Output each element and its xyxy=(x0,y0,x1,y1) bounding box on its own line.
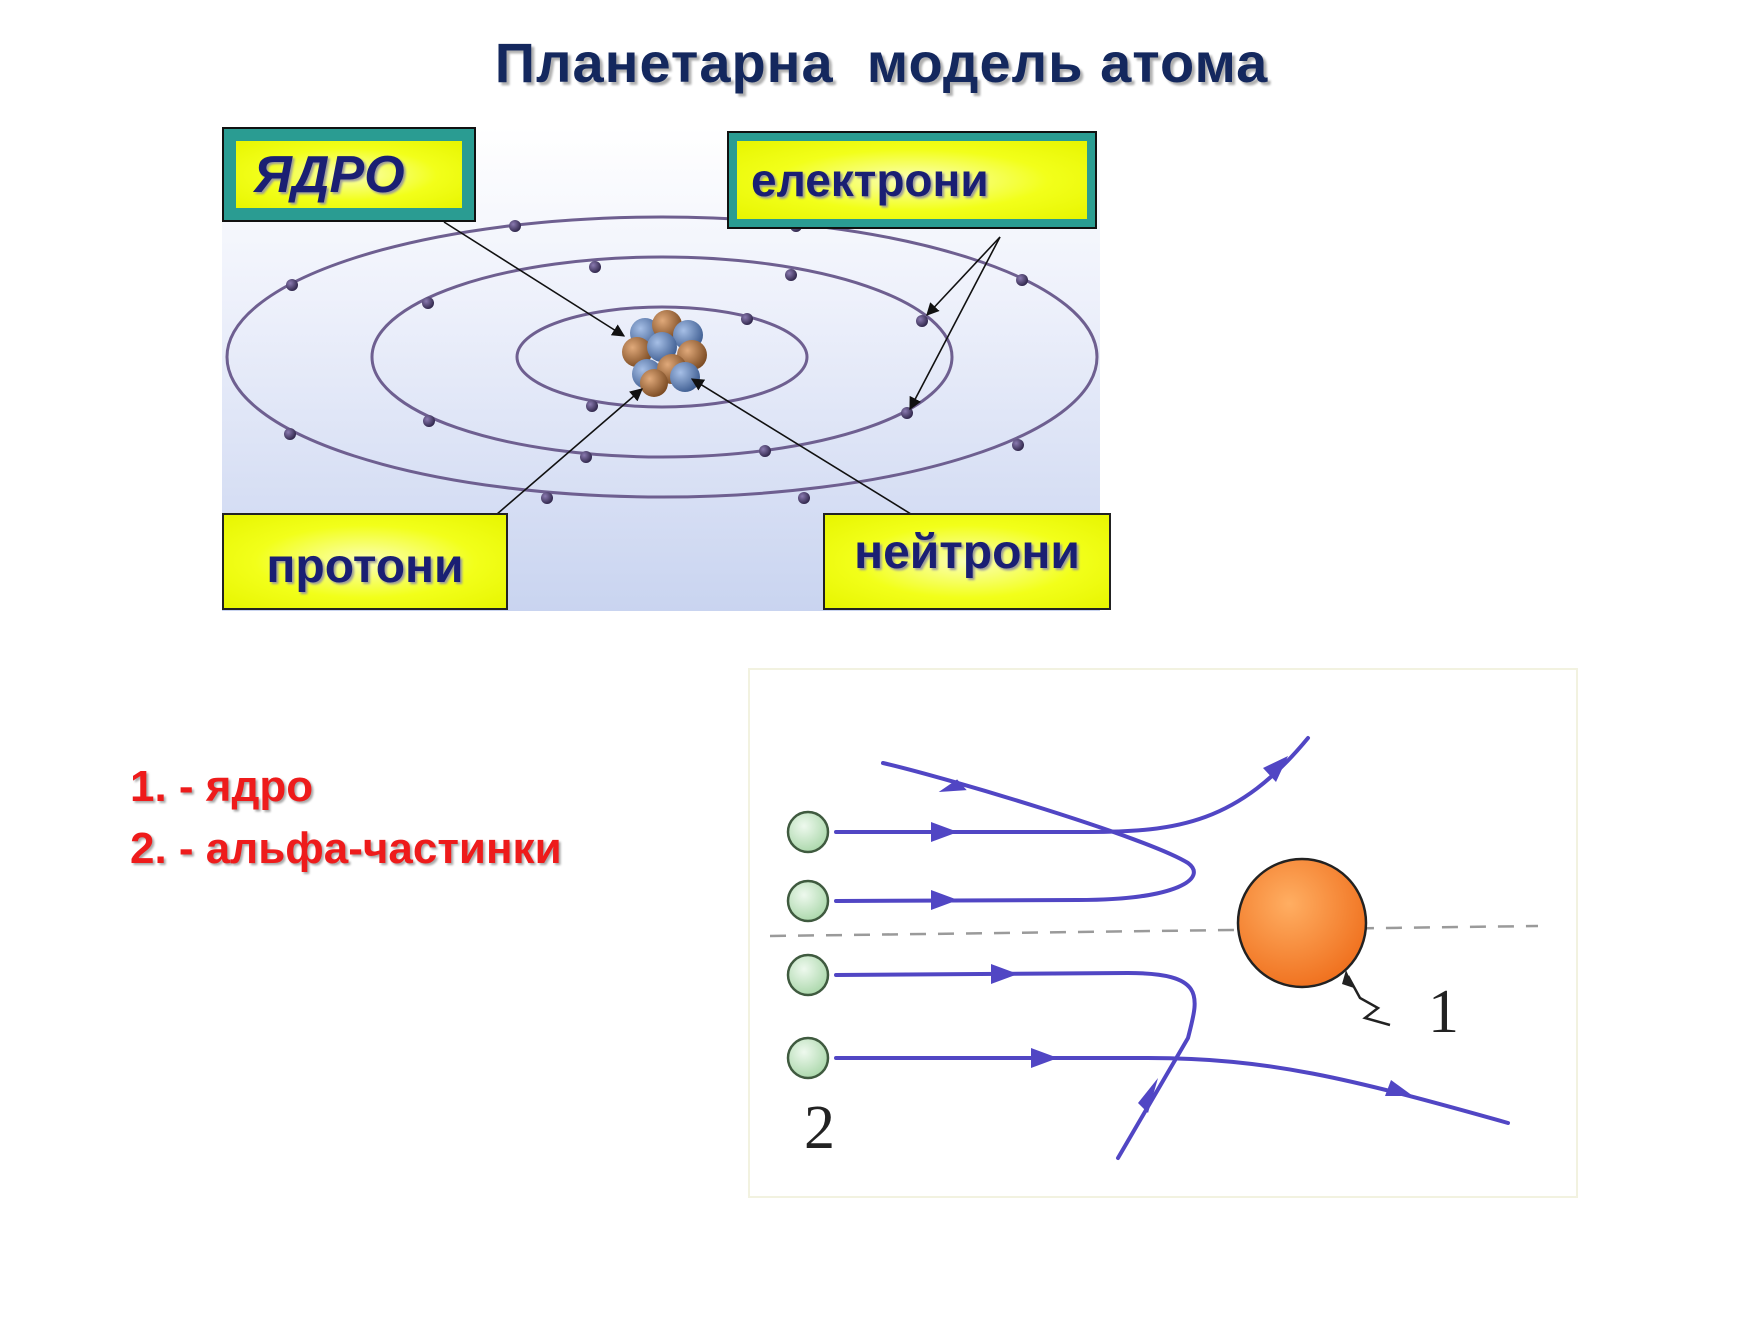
outer-orbit xyxy=(225,215,1099,499)
alpha-particle-3 xyxy=(786,953,830,997)
electrons-label: електрони xyxy=(751,154,989,206)
alpha-particle-2 xyxy=(786,879,830,923)
alpha-particles xyxy=(786,810,830,1080)
alpha-particle-4 xyxy=(786,1036,830,1080)
trajectory-3 xyxy=(834,971,1197,1160)
nucleus-ball xyxy=(1236,857,1368,989)
trajectory-4 xyxy=(834,1056,1510,1125)
nucleus-leader xyxy=(1346,975,1391,1027)
atom-model-diagram: ЯДРО електрони протони нейтрони xyxy=(222,127,1111,611)
nucleus-label-box: ЯДРО xyxy=(222,127,476,222)
nucleus-number: 1 xyxy=(1428,978,1459,1046)
electron-dots xyxy=(284,220,1028,504)
legend-item-alpha: 2. - альфа-частинки xyxy=(130,824,562,873)
scattering-diagram: 1 2 xyxy=(748,668,1578,1198)
trajectory-2 xyxy=(834,761,1196,903)
legend: 1. - ядро 2. - альфа-частинки xyxy=(130,756,562,880)
neutrons-label: нейтрони xyxy=(854,526,1080,579)
legend-item-nucleus: 1. - ядро xyxy=(130,762,314,811)
particle-number: 2 xyxy=(804,1094,835,1162)
trajectory-arrowheads xyxy=(931,756,1413,1113)
inner-orbit xyxy=(515,305,809,409)
protons-label: протони xyxy=(266,540,464,593)
nucleus-cluster xyxy=(622,310,707,397)
protons-label-box: протони xyxy=(222,513,508,610)
electrons-label-box: електрони xyxy=(727,131,1097,229)
scatter-frame xyxy=(748,668,1578,1198)
neutrons-label-box: нейтрони xyxy=(823,513,1111,610)
middle-orbit xyxy=(370,255,954,459)
nucleus-label: ЯДРО xyxy=(254,145,405,204)
page-title: Планетарна модель атома xyxy=(494,31,1269,94)
scattering-svg: 1 2 xyxy=(748,668,1578,1198)
pointer-arrows xyxy=(443,221,1001,528)
alpha-particle-1 xyxy=(786,810,830,854)
